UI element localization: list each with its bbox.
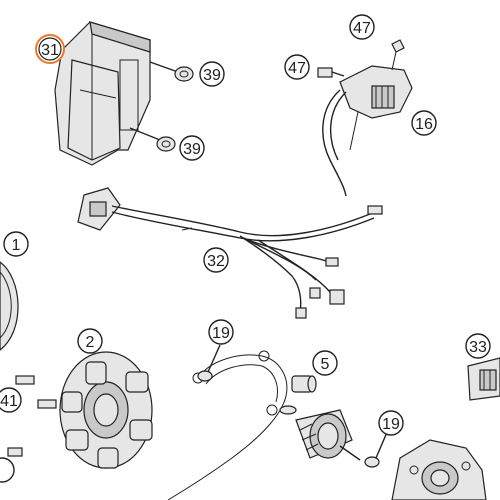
part-32-wiring-harness (77, 187, 383, 319)
part-33-connector (467, 357, 500, 401)
callout-5-label: 5 (321, 356, 330, 373)
part-39-bolt-upper (149, 61, 194, 82)
callout-33-label: 33 (469, 339, 487, 356)
callout-19-lower[interactable]: 19 (378, 410, 404, 436)
part-19-bolt-upper (197, 344, 221, 382)
callout-cropped-bottom-left (0, 457, 15, 483)
callout-2[interactable]: 2 (77, 328, 103, 354)
part-16-ignition-coil (322, 39, 413, 197)
part-47-bolt-left (317, 67, 345, 78)
part-19-bolt-lower (364, 429, 389, 468)
callout-5[interactable]: 5 (312, 350, 338, 376)
callout-33[interactable]: 33 (465, 333, 491, 359)
callout-32-label: 32 (207, 253, 225, 270)
callout-47-left-label: 47 (288, 60, 306, 77)
part-2-stator (59, 351, 153, 469)
part-housing (391, 439, 487, 500)
callout-47-left[interactable]: 47 (284, 54, 310, 80)
callout-1-label: 1 (12, 237, 21, 254)
callout-19-upper[interactable]: 19 (208, 319, 234, 345)
callout-31-label: 31 (41, 42, 59, 59)
callout-16-label: 16 (415, 116, 433, 133)
callout-39-upper[interactable]: 39 (199, 61, 225, 87)
callout-19-lower-label: 19 (382, 416, 400, 433)
callout-19-upper-label: 19 (212, 325, 230, 342)
callout-41-label: 41 (0, 393, 18, 410)
callout-39-upper-label: 39 (203, 67, 221, 84)
part-cover-gasket (167, 350, 288, 500)
part-31-control-unit (54, 21, 151, 166)
part-starter-gear (279, 405, 361, 461)
part-5-bushing (291, 375, 317, 393)
callout-39-lower-label: 39 (183, 141, 201, 158)
part-1-flywheel (0, 261, 19, 351)
callout-47-top-label: 47 (353, 20, 371, 37)
part-39-bolt-lower (129, 127, 176, 152)
callout-2-label: 2 (86, 334, 95, 351)
callout-1[interactable]: 1 (3, 231, 29, 257)
callout-39-lower[interactable]: 39 (179, 135, 205, 161)
callout-32[interactable]: 32 (203, 247, 229, 273)
part-41-screws (7, 375, 57, 457)
callout-41[interactable]: 41 (0, 387, 22, 413)
callout-47-top[interactable]: 47 (349, 14, 375, 40)
callout-31[interactable]: 31 (35, 34, 65, 64)
callout-16[interactable]: 16 (411, 110, 437, 136)
